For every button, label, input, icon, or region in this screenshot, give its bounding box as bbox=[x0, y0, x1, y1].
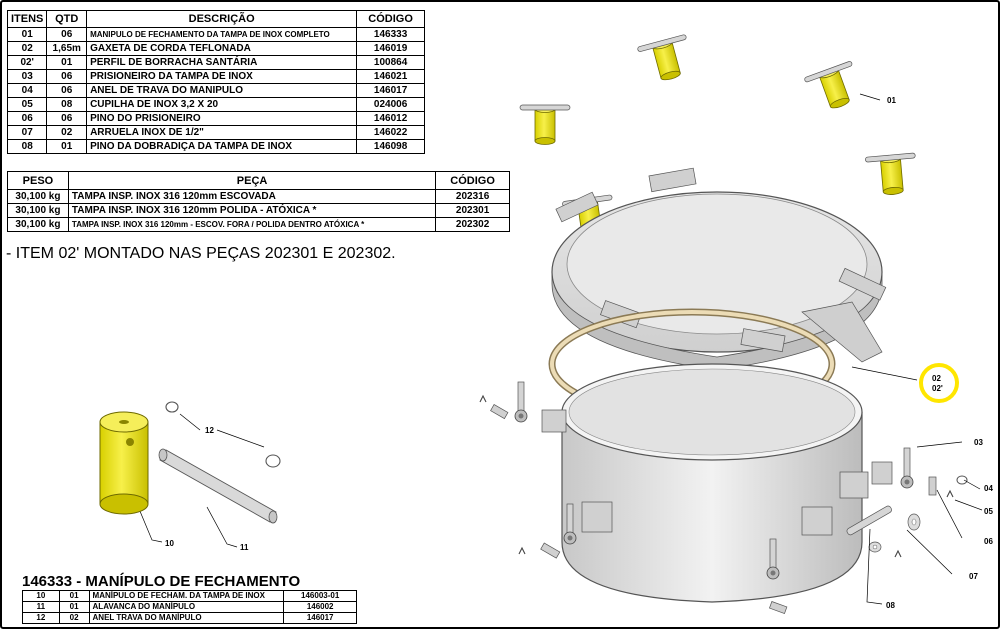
table-row: 02 1,65m GAXETA DE CORDA TEFLONADA 14601… bbox=[6, 41, 425, 56]
table-row: 04 06 ANEL DE TRAVA DO MANIPULO 146017 bbox=[6, 83, 425, 98]
table-row: 02' 01 PERFIL DE BORRACHA SANTÁRIA 10086… bbox=[6, 55, 425, 70]
cell-qtd: 02 bbox=[58, 612, 90, 624]
cell-item: 08 bbox=[6, 139, 48, 154]
table-row: 08 01 PINO DA DOBRADIÇA DA TAMPA DE INOX… bbox=[6, 139, 425, 154]
cotter-pin-a bbox=[946, 489, 954, 498]
leader-lines bbox=[131, 93, 983, 605]
table-row: 05 08 CUPILHA DE INOX 3,2 X 20 024006 bbox=[6, 97, 425, 112]
callout-08: 08 bbox=[886, 601, 895, 610]
lock-ring-04 bbox=[956, 475, 968, 485]
header-peso: PESO bbox=[7, 171, 69, 190]
parts-table: PESO PEÇA CÓDIGO 30,100 kg TAMPA INSP. I… bbox=[7, 171, 510, 232]
cell-desc: PINO DA DOBRADIÇA DA TAMPA DE INOX bbox=[86, 139, 358, 154]
cotter-pin-d bbox=[894, 549, 902, 558]
table-row: 30,100 kg TAMPA INSP. INOX 316 120mm ESC… bbox=[7, 189, 510, 204]
bolt-pin-b bbox=[540, 542, 561, 559]
cell-codigo: 202302 bbox=[435, 217, 510, 232]
cotter-pin-c bbox=[518, 546, 526, 555]
table-row: 11 01 ALAVANCA DO MANÍPULO 146002 bbox=[22, 601, 357, 613]
cotter-pin-b bbox=[479, 394, 487, 403]
table-row: 06 06 PINO DO PRISIONEIRO 146012 bbox=[6, 111, 425, 126]
cell-peca: TAMPA INSP. INOX 316 120mm - ESCOV. FORA… bbox=[67, 217, 437, 232]
cell-codigo: 146003-01 bbox=[283, 590, 357, 602]
cell-item: 12 bbox=[22, 612, 60, 624]
header-codigo: CÓDIGO bbox=[435, 171, 510, 190]
stud-bolt-a bbox=[514, 381, 528, 423]
cell-item: 10 bbox=[22, 590, 60, 602]
body-cylinder bbox=[541, 363, 893, 603]
table-row: 10 01 MANÍPULO DE FECHAM. DA TAMPA DE IN… bbox=[22, 590, 357, 602]
items-table: ITENS QTD DESCRIÇÃO CÓDIGO 01 06 MANIPUL… bbox=[6, 10, 425, 154]
callout-06: 06 bbox=[984, 537, 993, 546]
detail-lever-11 bbox=[158, 448, 278, 524]
cell-codigo: 146017 bbox=[283, 612, 357, 624]
cell-desc: MANÍPULO DE FECHAM. DA TAMPA DE INOX bbox=[88, 590, 285, 602]
detail-lock-ring-12-b bbox=[265, 454, 281, 468]
cell-item: 11 bbox=[22, 601, 60, 613]
callout-05: 05 bbox=[984, 507, 993, 516]
handle-01-d bbox=[864, 152, 919, 198]
callout-04: 04 bbox=[984, 484, 993, 493]
handle-01-c bbox=[519, 104, 571, 145]
callout-02-prime: 02' bbox=[932, 384, 943, 393]
table-row: 03 06 PRISIONEIRO DA TAMPA DE INOX 14602… bbox=[6, 69, 425, 84]
cell-codigo: 146098 bbox=[356, 139, 425, 154]
handle-01-b bbox=[803, 60, 865, 116]
handle-01-a bbox=[636, 33, 697, 86]
bolt-pin-a bbox=[928, 476, 937, 496]
highlight-circle bbox=[919, 363, 959, 403]
callout-11: 11 bbox=[240, 543, 249, 552]
washer-a bbox=[907, 513, 921, 531]
cell-codigo: 146002 bbox=[283, 601, 357, 613]
subassembly-title: 146333 - MANÍPULO DE FECHAMENTO bbox=[22, 573, 301, 590]
parts-table-header: PESO PEÇA CÓDIGO bbox=[7, 171, 510, 190]
detail-lock-ring-12-a bbox=[165, 401, 179, 413]
callout-03: 03 bbox=[974, 438, 983, 447]
table-row: 30,100 kg TAMPA INSP. INOX 316 120mm POL… bbox=[7, 203, 510, 218]
callout-07: 07 bbox=[969, 572, 978, 581]
inspection-lid bbox=[551, 167, 887, 371]
cell-qtd: 01 bbox=[58, 590, 90, 602]
detail-handle-10 bbox=[99, 411, 149, 515]
callout-01: 01 bbox=[887, 96, 896, 105]
bolt-pin-c bbox=[490, 404, 509, 420]
table-row: 12 02 ANEL TRAVA DO MANÍPULO 146017 bbox=[22, 612, 357, 624]
callout-10: 10 bbox=[165, 539, 174, 548]
stud-bolt-b bbox=[900, 447, 914, 489]
table-row: 30,100 kg TAMPA INSP. INOX 316 120mm - E… bbox=[7, 217, 510, 232]
cell-qtd: 01 bbox=[58, 601, 90, 613]
washer-b bbox=[868, 541, 882, 553]
assembly-note: - ITEM 02' MONTADO NAS PEÇAS 202301 E 20… bbox=[6, 245, 396, 262]
callout-02: 02 bbox=[932, 374, 941, 383]
callout-12: 12 bbox=[205, 426, 214, 435]
cell-desc: ANEL TRAVA DO MANÍPULO bbox=[88, 612, 285, 624]
hinge-pin bbox=[846, 505, 892, 536]
cell-desc: ALAVANCA DO MANÍPULO bbox=[88, 601, 285, 613]
subassembly-table: 10 01 MANÍPULO DE FECHAM. DA TAMPA DE IN… bbox=[22, 590, 357, 624]
bolt-pin-d bbox=[769, 601, 788, 615]
